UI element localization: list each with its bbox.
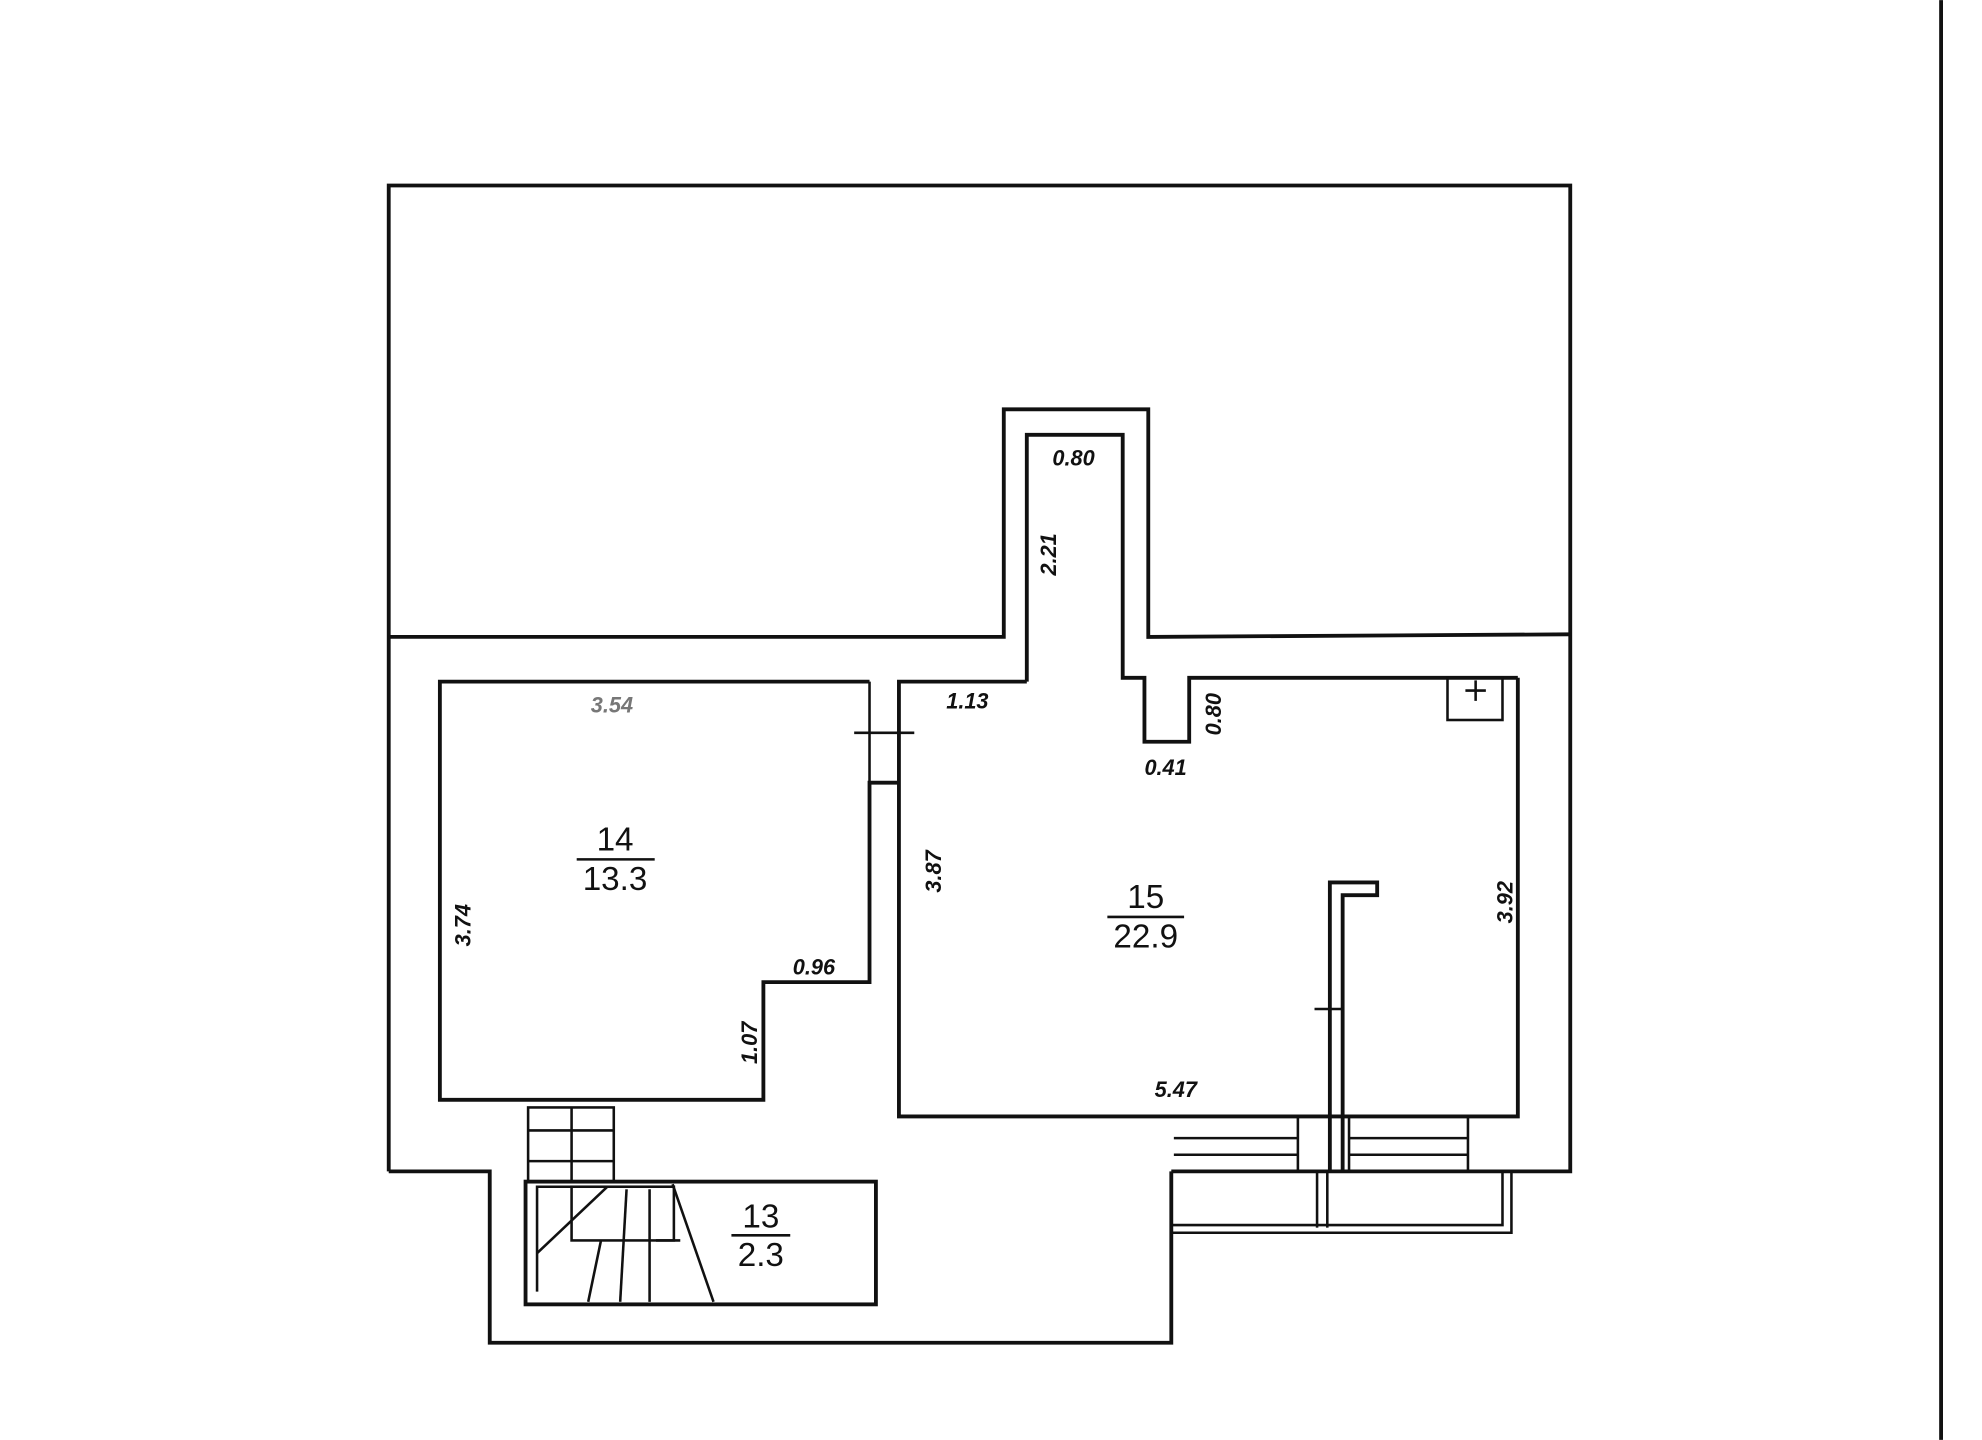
svg-text:14: 14: [597, 821, 634, 858]
svg-text:3.74: 3.74: [451, 904, 476, 946]
svg-text:3.92: 3.92: [1493, 881, 1518, 923]
outer-walls: [386, 0, 1943, 1440]
svg-text:13: 13: [742, 1199, 779, 1236]
svg-text:2.3: 2.3: [738, 1237, 784, 1274]
windows: [1171, 1116, 1513, 1235]
room-15-label: 15 22.9: [1107, 879, 1185, 956]
svg-text:3.54: 3.54: [591, 692, 633, 717]
dimension-labels: 0.80 2.21 1.13 0.80 0.41 3.54 3.74 0.96 …: [451, 446, 1518, 1103]
svg-text:0.96: 0.96: [793, 954, 836, 979]
svg-text:15: 15: [1127, 879, 1164, 916]
svg-text:0.80: 0.80: [1052, 446, 1094, 471]
svg-text:1.07: 1.07: [737, 1021, 762, 1064]
plus-icon: [1465, 680, 1486, 701]
room-13-label: 13 2.3: [731, 1199, 791, 1274]
svg-text:0.41: 0.41: [1144, 755, 1186, 780]
room-14-label: 14 13.3: [576, 821, 655, 898]
stairs: [523, 1106, 878, 1307]
svg-text:2.21: 2.21: [1036, 533, 1061, 576]
chimney: [1024, 432, 1518, 744]
vent-box: [1446, 676, 1504, 722]
room-15-walls: [897, 676, 1520, 1171]
svg-text:13.3: 13.3: [583, 861, 648, 898]
room-14-walls: [437, 679, 915, 1102]
svg-text:0.80: 0.80: [1201, 693, 1226, 735]
room-13-outline: [523, 1179, 878, 1307]
svg-text:3.87: 3.87: [921, 849, 946, 892]
svg-text:5.47: 5.47: [1155, 1077, 1198, 1102]
svg-text:22.9: 22.9: [1113, 919, 1178, 956]
svg-text:1.13: 1.13: [946, 688, 988, 713]
